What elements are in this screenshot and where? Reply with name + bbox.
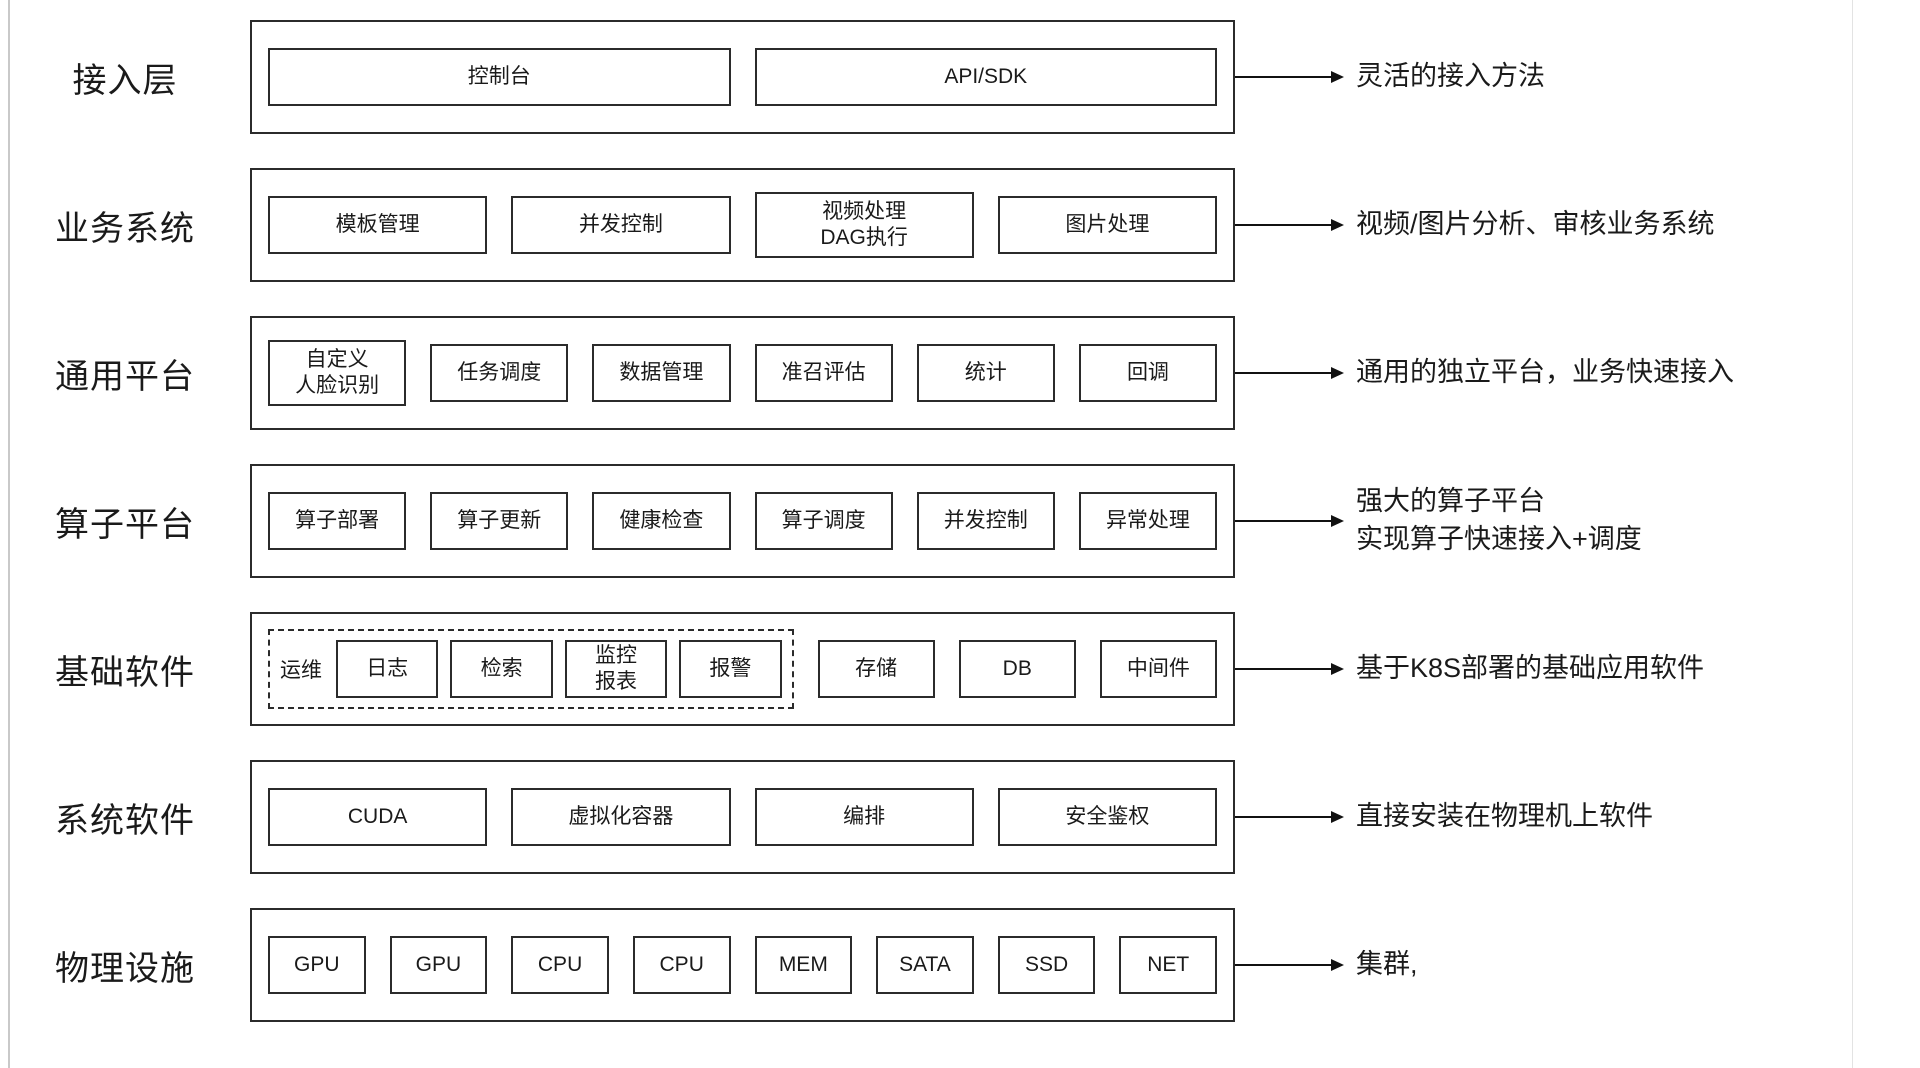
layer-container: CUDA 虚拟化容器 编排 安全鉴权 xyxy=(250,760,1235,874)
component-box: 报警 xyxy=(679,640,782,698)
layer-row-system-software: 系统软件 CUDA 虚拟化容器 编排 安全鉴权 直接安装在物理机上软件 xyxy=(0,760,1920,874)
component-box: 虚拟化容器 xyxy=(511,788,731,846)
component-box: 算子调度 xyxy=(754,492,893,550)
component-box: SATA xyxy=(876,936,974,994)
layer-label: 算子平台 xyxy=(55,505,195,544)
component-box: 回调 xyxy=(1078,344,1218,402)
layer-label: 业务系统 xyxy=(55,209,195,248)
component-box: NET xyxy=(1119,936,1217,994)
layer-label: 物理设施 xyxy=(55,949,195,988)
layer-row-platform: 通用平台 自定义 人脸识别 任务调度 数据管理 准召评估 统计 回调 通用的独立… xyxy=(0,316,1920,430)
component-box: GPU xyxy=(268,936,366,994)
component-box: API/SDK xyxy=(754,48,1217,106)
arrow-icon xyxy=(1235,663,1344,675)
component-box: 图片处理 xyxy=(997,196,1217,254)
layer-container: GPU GPU CPU CPU MEM SATA SSD NET xyxy=(250,908,1235,1022)
arrow-icon xyxy=(1235,367,1344,379)
annotation-text: 基于K8S部署的基础应用软件 xyxy=(1356,653,1705,684)
component-box: 检索 xyxy=(450,640,553,698)
layer-row-basic-software: 基础软件 运维 日志 检索 监控 报表 报警 存储 DB 中间件 基于K8S部署… xyxy=(0,612,1920,726)
annotation-text: 强大的算子平台 实现算子快速接入+调度 xyxy=(1356,486,1642,554)
component-box: 日志 xyxy=(336,640,439,698)
component-box: SSD xyxy=(997,936,1096,994)
arrow-icon xyxy=(1235,959,1344,971)
layer-container: 运维 日志 检索 监控 报表 报警 存储 DB 中间件 xyxy=(250,612,1235,726)
component-box: 准召评估 xyxy=(754,344,893,402)
component-box: CPU xyxy=(632,936,731,994)
page-right-edge-line xyxy=(1852,0,1853,1068)
component-box: 算子部署 xyxy=(268,492,407,550)
ops-group-label: 运维 xyxy=(280,659,322,682)
layer-label: 基础软件 xyxy=(55,653,195,692)
annotation-text: 灵活的接入方法 xyxy=(1356,61,1545,92)
component-box: 并发控制 xyxy=(511,196,731,254)
arrow-icon xyxy=(1235,515,1344,527)
component-box: 控制台 xyxy=(268,48,731,106)
component-box: 安全鉴权 xyxy=(997,788,1217,846)
annotation-text: 通用的独立平台，业务快速接入 xyxy=(1356,357,1734,388)
layer-row-physical: 物理设施 GPU GPU CPU CPU MEM SATA SSD NET 集群… xyxy=(0,908,1920,1022)
component-box: 健康检查 xyxy=(592,492,731,550)
component-box: 异常处理 xyxy=(1078,492,1218,550)
component-box: 任务调度 xyxy=(430,344,569,402)
component-box: MEM xyxy=(754,936,853,994)
layer-row-access: 接入层 控制台 API/SDK 灵活的接入方法 xyxy=(0,20,1920,134)
layer-row-business: 业务系统 模板管理 并发控制 视频处理 DAG执行 图片处理 视频/图片分析、审… xyxy=(0,168,1920,282)
component-box: 模板管理 xyxy=(268,196,488,254)
component-box: 视频处理 DAG执行 xyxy=(754,192,974,258)
component-box: CPU xyxy=(511,936,609,994)
component-box: 数据管理 xyxy=(592,344,731,402)
component-box: 存储 xyxy=(817,640,935,698)
layer-container: 自定义 人脸识别 任务调度 数据管理 准召评估 统计 回调 xyxy=(250,316,1235,430)
component-box: 自定义 人脸识别 xyxy=(268,340,407,406)
layer-label: 通用平台 xyxy=(55,357,195,396)
component-box: 并发控制 xyxy=(916,492,1055,550)
layer-row-operator: 算子平台 算子部署 算子更新 健康检查 算子调度 并发控制 异常处理 强大的算子… xyxy=(0,464,1920,578)
layer-label: 系统软件 xyxy=(55,801,195,840)
annotation-text: 集群, xyxy=(1356,949,1418,980)
layer-label: 接入层 xyxy=(72,61,178,100)
page-left-edge-line xyxy=(8,0,10,1068)
arrow-icon xyxy=(1235,219,1344,231)
ops-dashed-group: 运维 日志 检索 监控 报表 报警 xyxy=(268,629,794,709)
annotation-text: 直接安装在物理机上软件 xyxy=(1356,801,1653,832)
component-box: 中间件 xyxy=(1099,640,1217,698)
arrow-icon xyxy=(1235,811,1344,823)
component-box: GPU xyxy=(389,936,488,994)
component-box: 编排 xyxy=(754,788,974,846)
component-box: CUDA xyxy=(268,788,488,846)
component-box: 监控 报表 xyxy=(564,640,668,698)
annotation-text: 视频/图片分析、审核业务系统 xyxy=(1356,209,1715,240)
layer-container: 控制台 API/SDK xyxy=(250,20,1235,134)
component-box: 统计 xyxy=(916,344,1055,402)
component-box: 算子更新 xyxy=(430,492,569,550)
layer-container: 算子部署 算子更新 健康检查 算子调度 并发控制 异常处理 xyxy=(250,464,1235,578)
layer-container: 模板管理 并发控制 视频处理 DAG执行 图片处理 xyxy=(250,168,1235,282)
component-box: DB xyxy=(958,640,1076,698)
arrow-icon xyxy=(1235,71,1344,83)
